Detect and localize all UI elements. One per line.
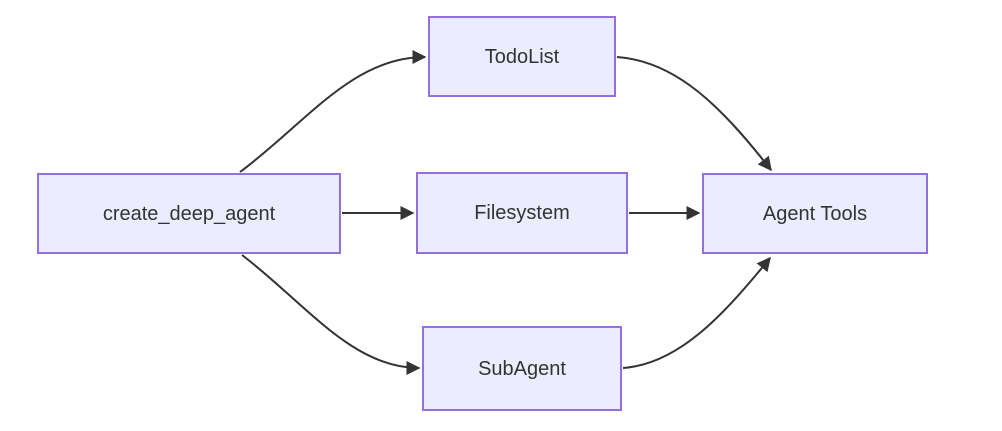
- node-subagent: SubAgent: [422, 326, 622, 411]
- edge-subagent-to-agent_tools: [622, 256, 771, 369]
- node-todolist: TodoList: [428, 16, 616, 97]
- edge-create_deep_agent-to-subagent: [241, 254, 421, 375]
- node-label-subagent: SubAgent: [478, 357, 566, 380]
- node-label-create_deep_agent: create_deep_agent: [102, 202, 276, 225]
- node-label-agent_tools: Agent Tools: [762, 202, 868, 225]
- node-agent_tools: Agent Tools: [702, 173, 928, 254]
- node-label-todolist: TodoList: [484, 45, 560, 68]
- edge-create_deep_agent-to-todolist: [239, 50, 427, 173]
- node-create_deep_agent: create_deep_agent: [37, 173, 341, 254]
- edge-todolist-to-agent_tools: [616, 56, 772, 172]
- node-filesystem: Filesystem: [416, 172, 628, 254]
- node-label-filesystem: Filesystem: [474, 202, 570, 224]
